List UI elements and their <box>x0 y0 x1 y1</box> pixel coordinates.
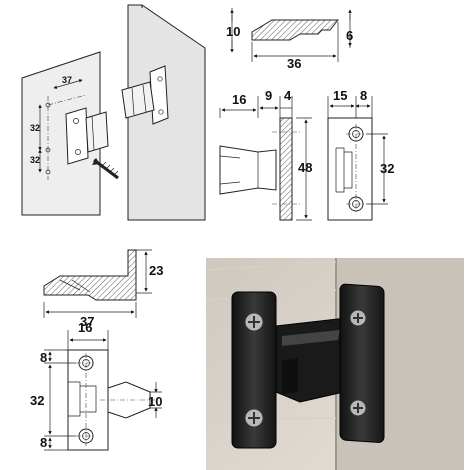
isometric-view: 37 32 32 <box>21 4 206 221</box>
profile-section <box>251 19 340 41</box>
bracket-mounted-side <box>65 107 109 165</box>
front-width-label: 15 <box>333 88 347 103</box>
side-view-body <box>219 145 277 195</box>
front-offset-label: 8 <box>360 88 367 103</box>
front-hole-spacing-label: 32 <box>380 161 394 176</box>
cabinet-side-panel <box>21 51 101 216</box>
top-profile-right-height-label: 6 <box>346 28 353 43</box>
profile-section-bottom <box>43 249 137 301</box>
top-profile-width-label: 36 <box>287 56 301 71</box>
photo-right-plate <box>339 283 385 443</box>
profile-view-bottom: 23 37 <box>43 249 163 329</box>
profile-length-label: 37 <box>80 314 94 329</box>
top-profile-view: 10 36 6 <box>226 8 353 71</box>
plate-hole-spacing-label: 32 <box>30 393 44 408</box>
plate-bottom-margin-label: 8 <box>40 435 47 450</box>
plate-view: 16 10 8 32 8 <box>30 320 162 451</box>
front-view: 15 8 32 <box>327 88 394 221</box>
profile-height-label: 23 <box>149 263 163 278</box>
bracket-mounted-door <box>121 65 169 125</box>
side-view-plate <box>279 117 293 221</box>
iso-hole-spacing-bottom-label: 32 <box>30 155 40 165</box>
screw-icon <box>92 158 119 180</box>
side-height-label: 48 <box>298 160 312 175</box>
side-depth-label: 16 <box>232 92 246 107</box>
product-photo <box>205 258 464 470</box>
plate-tongue-height-label: 10 <box>148 394 162 409</box>
plate-top-margin-label: 8 <box>40 350 47 365</box>
iso-depth-label: 37 <box>62 75 72 85</box>
side-flange-b-label: 4 <box>284 88 292 103</box>
front-view-plate <box>327 117 373 221</box>
side-flange-a-label: 9 <box>265 88 272 103</box>
top-profile-left-height-label: 10 <box>226 24 240 39</box>
side-view: 16 9 4 48 <box>219 88 312 221</box>
plate-width-label: 16 <box>78 320 92 335</box>
iso-hole-spacing-top-label: 32 <box>30 123 40 133</box>
